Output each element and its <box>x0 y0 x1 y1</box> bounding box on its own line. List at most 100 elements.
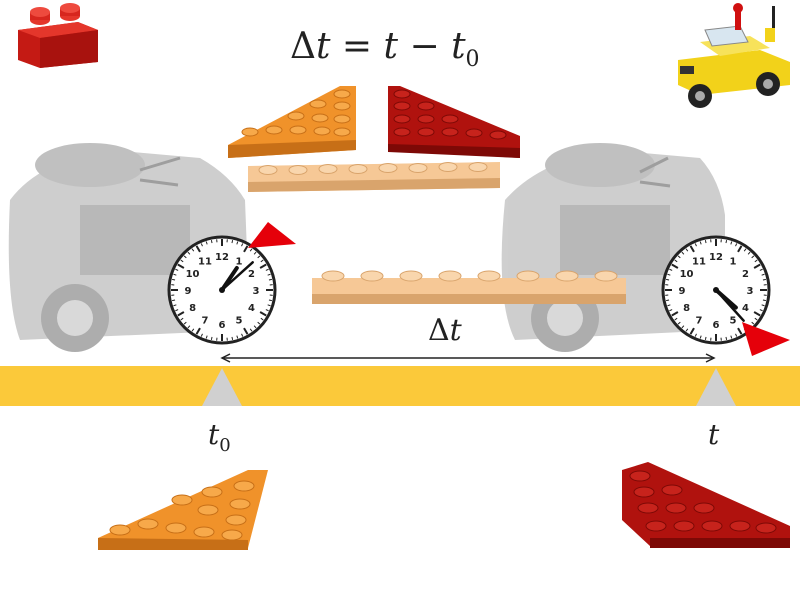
clock-tick <box>200 333 203 337</box>
clock-tick <box>236 241 239 245</box>
clock-tick <box>183 255 187 259</box>
clock-tick <box>685 248 689 252</box>
clock-tick <box>666 299 670 302</box>
clock-tick <box>265 268 269 271</box>
orange-wedge-plate-bottom <box>98 470 268 550</box>
clock-tick <box>260 317 264 321</box>
clock-tick <box>730 241 733 245</box>
clock-numeral: 7 <box>202 315 209 326</box>
clock-tick <box>177 263 185 269</box>
clock-tick <box>667 304 671 307</box>
clock-tick <box>265 309 269 312</box>
clock-numeral: 2 <box>248 269 255 280</box>
clock-tick <box>667 273 671 276</box>
clock-tick <box>699 241 702 245</box>
clock-tick <box>173 304 177 307</box>
clock-tick <box>761 273 765 276</box>
flag-start-icon <box>248 222 296 248</box>
clock-tick <box>762 278 766 281</box>
lego-car-icon <box>678 3 790 108</box>
clock-tick <box>735 243 738 247</box>
clock-tick <box>249 248 253 252</box>
clock-tick <box>747 251 751 255</box>
clock-minute-hand <box>220 261 254 292</box>
clock-tick <box>704 240 707 244</box>
clock-center <box>219 287 225 293</box>
clock-numeral: 5 <box>236 315 243 326</box>
clock-tick <box>195 245 201 253</box>
clock-tick <box>759 309 763 312</box>
clock-tick <box>205 335 208 339</box>
clock-numeral: 7 <box>696 315 703 326</box>
clock-numeral: 6 <box>219 320 226 331</box>
clock-tick <box>173 273 177 276</box>
clock-tick <box>241 243 244 247</box>
clock-tick <box>666 278 670 281</box>
clock-tick <box>725 240 728 244</box>
clock-tick <box>172 299 176 302</box>
clock-numeral: 2 <box>742 269 749 280</box>
clock-tick <box>671 263 679 269</box>
clock-tick <box>689 327 695 335</box>
clock-tick <box>681 325 685 329</box>
clock-tick <box>689 245 695 253</box>
clock-tick <box>751 255 755 259</box>
clock-tick <box>674 259 678 263</box>
formula: Δt = t − t0 <box>290 26 480 72</box>
clock-tick <box>753 311 761 317</box>
tan-plate-top <box>248 162 500 192</box>
clock-minute-hand <box>714 288 745 322</box>
darkred-wedge-plate-bottom <box>622 462 790 548</box>
start-marker-label: t0 <box>208 418 231 456</box>
clock-tick <box>191 328 195 332</box>
clock-tick <box>753 263 761 269</box>
clock-numeral: 10 <box>186 269 200 280</box>
clock-tick <box>253 251 257 255</box>
clock-tick <box>699 335 702 339</box>
clock-tick <box>257 321 261 325</box>
clock-tick <box>241 333 244 337</box>
end-marker-label: t <box>708 418 720 451</box>
clock-tick <box>751 321 755 325</box>
clock-tick <box>735 333 738 337</box>
clock-tick <box>259 311 267 317</box>
clock-numeral: 4 <box>248 303 255 314</box>
clock-tick <box>674 317 678 321</box>
clock-tick <box>694 333 697 337</box>
clock-tick <box>669 309 673 312</box>
darkred-wedge-plate-top <box>388 86 520 158</box>
clock-numeral: 12 <box>215 252 229 263</box>
clock-tick <box>257 255 261 259</box>
clock-numeral: 1 <box>730 257 737 268</box>
clock-numeral: 9 <box>679 286 686 297</box>
clock-numeral: 9 <box>185 286 192 297</box>
lego-brick-icon <box>18 3 98 68</box>
clock-tick <box>172 278 176 281</box>
clock-tick <box>267 304 271 307</box>
clock-tick <box>187 251 191 255</box>
clock-tick <box>175 268 179 271</box>
clock-tick <box>243 327 249 335</box>
clock-numeral: 12 <box>709 252 723 263</box>
start-marker <box>202 368 242 406</box>
clock-tick <box>685 328 689 332</box>
clock-tick <box>183 321 187 325</box>
clock-tick <box>730 335 733 339</box>
clock-numeral: 6 <box>713 320 720 331</box>
clock-tick <box>671 311 679 317</box>
clock-numeral: 3 <box>253 286 260 297</box>
clock-numeral: 3 <box>747 286 754 297</box>
clock-tick <box>236 335 239 339</box>
clock-tick <box>761 304 765 307</box>
clock-tick <box>704 336 707 340</box>
clock-tick <box>200 243 203 247</box>
clock-tick <box>677 255 681 259</box>
clock-numeral: 4 <box>742 303 749 314</box>
interval-arrow <box>220 353 716 363</box>
clock-tick <box>177 311 185 317</box>
clock-tick <box>205 241 208 245</box>
clock-numeral: 1 <box>236 257 243 268</box>
